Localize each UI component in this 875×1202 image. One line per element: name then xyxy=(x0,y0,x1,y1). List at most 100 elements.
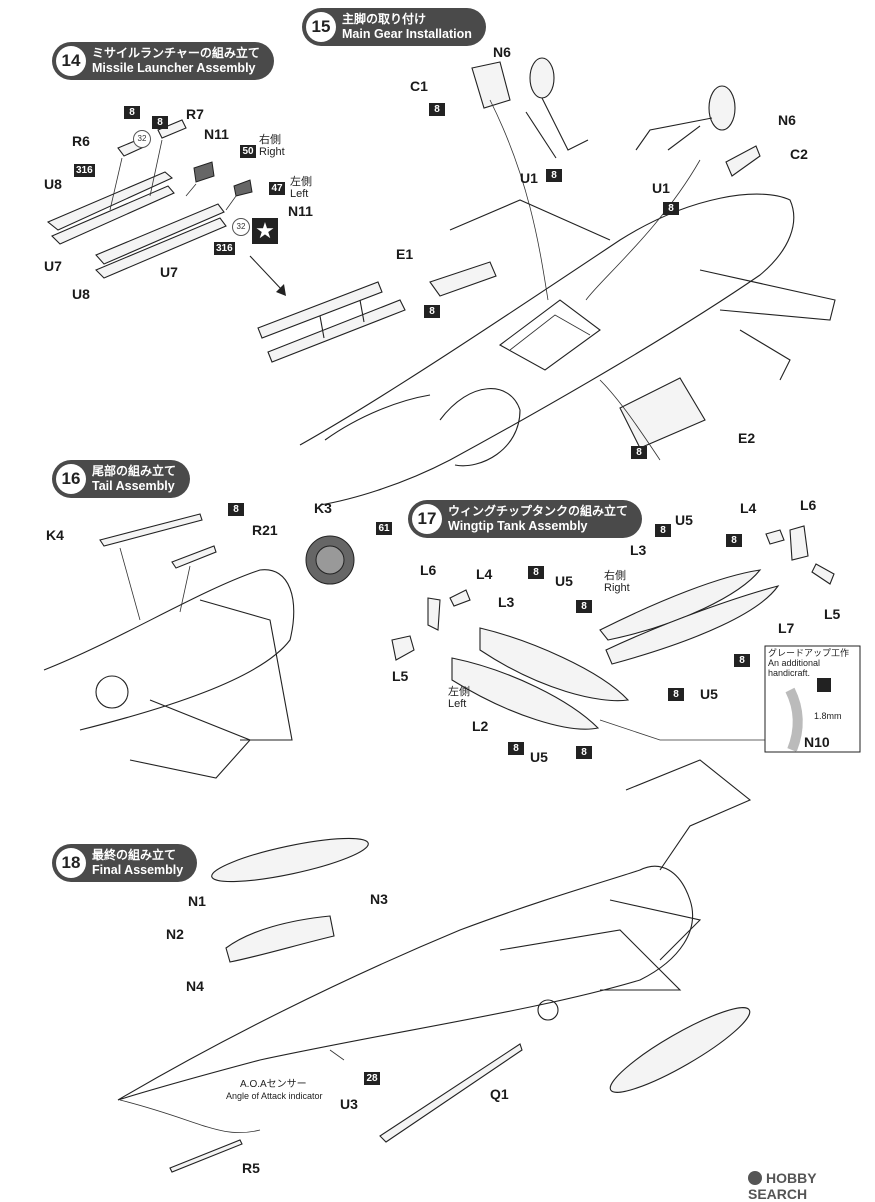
side-label-right: 右側 Right xyxy=(259,134,285,158)
step-14-header: 14 ミサイルランチャーの組み立て Missile Launcher Assem… xyxy=(52,42,274,80)
paint-code: 8 xyxy=(734,654,750,667)
part-label-l5: L5 xyxy=(824,606,841,622)
upgrade-note-jp: グレードアップ工作 xyxy=(768,648,850,658)
part-label-u5: U5 xyxy=(675,512,693,528)
paint-code: 8 xyxy=(508,742,524,755)
step-number: 15 xyxy=(306,12,336,42)
step-title-jp: 主脚の取り付け xyxy=(342,12,427,26)
paint-code: 47 xyxy=(269,182,285,195)
tail-assembly xyxy=(43,513,355,779)
part-label-u5: U5 xyxy=(700,686,718,702)
part-label-l3: L3 xyxy=(498,594,515,610)
aoa-label-en: Angle of Attack indicator xyxy=(226,1091,323,1101)
part-label-u5: U5 xyxy=(555,573,573,589)
part-label-n11-left: N11 xyxy=(288,203,313,219)
arrow-icon xyxy=(249,255,283,291)
part-label-u8: U8 xyxy=(72,286,90,302)
step-number: 18 xyxy=(56,848,86,878)
step-title-en: Wingtip Tank Assembly xyxy=(448,519,588,533)
part-label-k3: K3 xyxy=(314,500,332,516)
paint-code: 8 xyxy=(429,103,445,116)
side-label-left: 左側 Left xyxy=(290,176,312,200)
paint-code: 316 xyxy=(214,242,235,255)
part-label-l4: L4 xyxy=(476,566,493,582)
side-label-jp: 右側 xyxy=(604,570,626,582)
side-label-right: 右側 Right xyxy=(604,570,630,594)
side-label-en: Left xyxy=(448,698,467,710)
part-label-l5: L5 xyxy=(392,668,409,684)
part-label-q1: Q1 xyxy=(490,1086,509,1102)
hobby-search-logo-icon xyxy=(748,1171,762,1185)
paint-code-circle: 32 xyxy=(133,130,151,148)
step-number: 17 xyxy=(412,504,442,534)
main-gear-left xyxy=(525,57,589,159)
watermark: HOBBY SEARCH xyxy=(748,1170,875,1202)
part-label-n6: N6 xyxy=(493,44,511,60)
step-number: 16 xyxy=(56,464,86,494)
part-label-n4: N4 xyxy=(186,978,204,994)
step-18-header: 18 最終の組み立て Final Assembly xyxy=(52,844,198,882)
step-title-jp: ミサイルランチャーの組み立て xyxy=(92,46,260,60)
paint-code: 8 xyxy=(424,305,440,318)
step-15-header: 15 主脚の取り付け Main Gear Installation xyxy=(302,8,486,46)
paint-code: 8 xyxy=(576,600,592,613)
step-title-en: Tail Assembly xyxy=(92,479,175,493)
side-label-jp: 左側 xyxy=(290,176,312,188)
aoa-label-jp: A.O.Aセンサー xyxy=(240,1079,307,1090)
paint-code: 50 xyxy=(240,145,256,158)
paint-code: 8 xyxy=(663,202,679,215)
side-label-en: Right xyxy=(604,582,630,594)
side-label-en: Left xyxy=(290,188,309,200)
part-label-r7: R7 xyxy=(186,106,204,122)
part-label-n11-right: N11 xyxy=(204,126,229,142)
part-label-c2: C2 xyxy=(790,146,808,162)
side-label-left: 左側 Left xyxy=(448,686,470,710)
part-label-r21: R21 xyxy=(252,522,278,538)
step-title-en: Final Assembly xyxy=(92,863,184,877)
part-label-k4: K4 xyxy=(46,527,64,543)
upgrade-note-en-2: handicraft. xyxy=(768,668,811,678)
paint-code: 8 xyxy=(228,503,244,516)
part-label-l2: L2 xyxy=(472,718,489,734)
final-aircraft xyxy=(117,759,752,1173)
paint-code: 8 xyxy=(546,169,562,182)
part-label-u7: U7 xyxy=(160,264,178,280)
main-fuselage xyxy=(299,193,836,506)
part-label-n3: N3 xyxy=(370,891,388,907)
upgrade-note-en-1: An additional xyxy=(768,658,821,668)
part-label-r6: R6 xyxy=(72,133,90,149)
missile-launcher-parts xyxy=(46,119,253,279)
paint-code: 8 xyxy=(576,746,592,759)
paint-code: 8 xyxy=(668,688,684,701)
watermark-text: HOBBY SEARCH xyxy=(748,1170,817,1202)
panel-e1 xyxy=(429,261,497,297)
step-title-jp: ウィングチップタンクの組み立て xyxy=(448,504,629,518)
wingtip-tanks xyxy=(391,525,835,730)
part-label-l6: L6 xyxy=(800,497,817,513)
part-label-u1: U1 xyxy=(652,180,670,196)
part-label-n10: N10 xyxy=(804,734,830,750)
part-label-l6: L6 xyxy=(420,562,437,578)
upgrade-note-box xyxy=(764,645,861,753)
part-label-e1: E1 xyxy=(396,246,414,262)
part-label-l3: L3 xyxy=(630,542,647,558)
step-title-jp: 最終の組み立て xyxy=(92,848,177,862)
part-label-n1: N1 xyxy=(188,893,206,909)
part-label-u3: U3 xyxy=(340,1096,358,1112)
paint-code: 28 xyxy=(364,1072,380,1085)
paint-code-circle: 32 xyxy=(232,218,250,236)
step-number: 14 xyxy=(56,46,86,76)
panel-e2 xyxy=(619,377,706,449)
step-title-en: Main Gear Installation xyxy=(342,27,472,41)
paint-code: 61 xyxy=(376,522,392,535)
part-label-u8: U8 xyxy=(44,176,62,192)
side-label-jp: 左側 xyxy=(448,686,470,698)
step-title-jp: 尾部の組み立て xyxy=(92,464,177,478)
upgrade-note-dim: 1.8mm xyxy=(814,711,842,721)
assembled-launcher xyxy=(257,281,406,363)
step-17-header: 17 ウィングチップタンクの組み立て Wingtip Tank Assembly xyxy=(408,500,643,538)
part-label-u7: U7 xyxy=(44,258,62,274)
side-label-jp: 右側 xyxy=(259,134,281,146)
part-label-u5: U5 xyxy=(530,749,548,765)
